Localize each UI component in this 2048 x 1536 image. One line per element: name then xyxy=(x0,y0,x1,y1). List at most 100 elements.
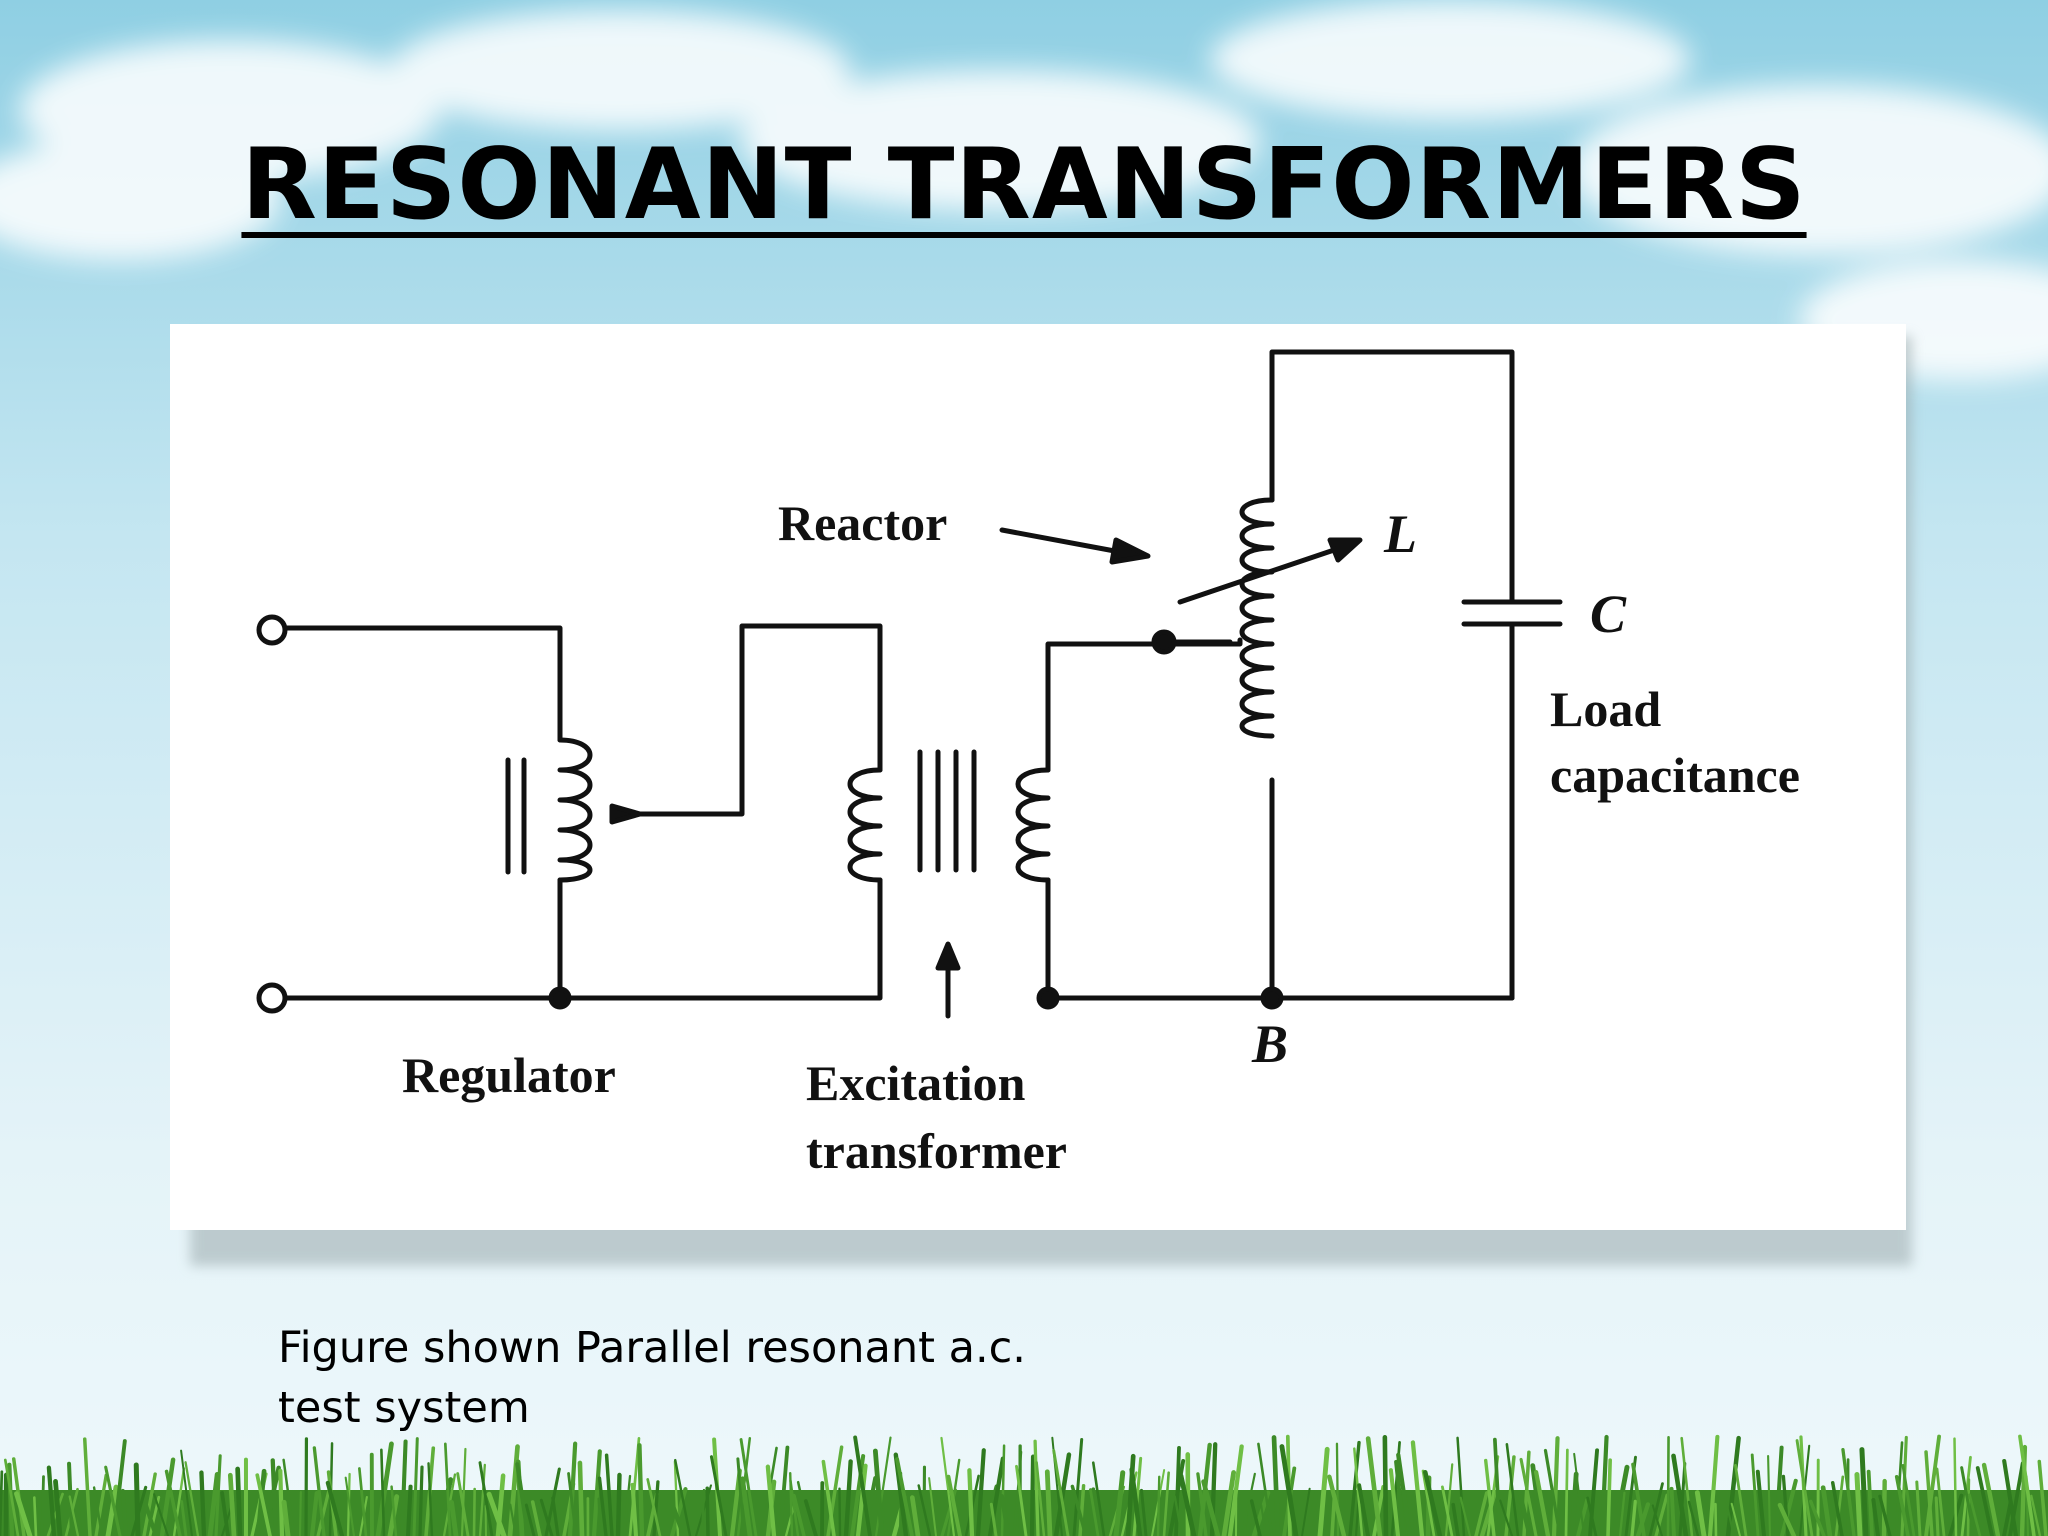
grass-blade xyxy=(133,1462,141,1536)
grass-blade xyxy=(597,1476,608,1536)
reactor-variable-arrowhead xyxy=(1327,537,1363,563)
grass-blade xyxy=(105,1484,119,1536)
grass-blade xyxy=(1113,1470,1126,1536)
grass-blade xyxy=(1915,1480,1922,1536)
label-excitation-line2: transformer xyxy=(806,1123,1067,1179)
grass-blade xyxy=(1859,1447,1869,1536)
grass-blade xyxy=(112,1439,127,1536)
grass-blade xyxy=(1564,1448,1569,1536)
grass-blade xyxy=(142,1472,157,1536)
grass-blade xyxy=(412,1437,419,1536)
grass-blade xyxy=(597,1497,602,1536)
grass-blade xyxy=(1820,1485,1833,1536)
reactor-coil-icon xyxy=(1239,497,1275,739)
grass-blade xyxy=(940,1436,956,1536)
grass-blade xyxy=(1723,1492,1736,1536)
grass-blade xyxy=(551,1496,560,1536)
grass-blade xyxy=(792,1493,806,1536)
grass-blade xyxy=(850,1454,866,1536)
grass-blade xyxy=(1781,1474,1790,1536)
grass-blade xyxy=(1474,1491,1489,1536)
grass-blade xyxy=(909,1495,921,1536)
grass-blade xyxy=(673,1458,692,1536)
grass-blade xyxy=(821,1459,836,1536)
grass-blade xyxy=(40,1475,45,1536)
grass-blade xyxy=(1834,1475,1845,1536)
grass-blade xyxy=(164,1469,182,1536)
grass-blade xyxy=(1777,1502,1797,1536)
grass-blade xyxy=(214,1454,222,1536)
grass-blade xyxy=(967,1468,975,1536)
grass-blade xyxy=(622,1474,632,1536)
grass-blade xyxy=(1033,1439,1040,1536)
grass-blade xyxy=(159,1457,176,1536)
grass-blade xyxy=(705,1486,710,1536)
figure-caption: Figure shown Parallel resonant a.c. test… xyxy=(278,1318,1178,1438)
grass-blade xyxy=(1953,1437,1958,1536)
grass-blade xyxy=(1694,1490,1707,1536)
input-terminal-bottom xyxy=(256,982,288,1014)
grass-blade xyxy=(435,1477,454,1536)
grass-blade xyxy=(765,1464,777,1536)
grass-blade xyxy=(1901,1463,1916,1536)
grass-blade xyxy=(0,1470,4,1536)
grass-blade xyxy=(796,1480,812,1536)
caption-line-1: Figure shown Parallel resonant a.c. xyxy=(278,1323,1026,1373)
grass-blade xyxy=(1588,1448,1600,1536)
grass-blade xyxy=(928,1477,937,1536)
grass-blade xyxy=(530,1500,542,1536)
grass-blade xyxy=(1606,1458,1612,1536)
grass-blade xyxy=(1090,1487,1096,1536)
grass-blade xyxy=(478,1461,494,1536)
regulator-coil-icon xyxy=(557,737,593,883)
grass-blade xyxy=(1774,1445,1784,1536)
regulator-wiper-arrow xyxy=(609,803,643,825)
grass-blade xyxy=(358,1467,368,1536)
grass-blade xyxy=(987,1456,1006,1536)
grass-blade xyxy=(1051,1436,1063,1536)
wire-secondary-bottom xyxy=(1045,877,1515,1001)
grass-blade xyxy=(1451,1502,1460,1536)
grass-blade xyxy=(472,1487,476,1536)
grass-blade xyxy=(449,1499,459,1536)
grass-blade xyxy=(1586,1496,1598,1536)
grass-blade xyxy=(667,1494,687,1536)
grass-blade xyxy=(7,1462,15,1536)
grass-blade xyxy=(1410,1440,1425,1536)
grass-blade xyxy=(1630,1499,1637,1536)
excitation-primary-coil-icon xyxy=(847,767,883,883)
grass-blade xyxy=(375,1441,394,1536)
grass-blade xyxy=(539,1498,554,1536)
grass-blade xyxy=(427,1462,434,1536)
grass-blade xyxy=(1935,1467,1946,1536)
grass-blade xyxy=(1423,1470,1443,1536)
grass-blade xyxy=(1504,1455,1516,1536)
grass-blade xyxy=(1648,1482,1664,1536)
grass-blade xyxy=(843,1459,853,1536)
grass-blade xyxy=(1519,1457,1538,1536)
grass-blade xyxy=(1327,1474,1347,1536)
grass-blade xyxy=(1035,1461,1046,1536)
label-load-line2: capacitance xyxy=(1550,747,1800,803)
grass-blade xyxy=(1671,1453,1689,1536)
grass-blade xyxy=(1871,1498,1880,1536)
grass-blade xyxy=(1755,1469,1766,1536)
reactor-pointer-arrow xyxy=(999,527,1123,555)
grass-blade xyxy=(1687,1500,1700,1536)
junction-dot-secondary xyxy=(1036,986,1060,1010)
grass-blade xyxy=(1388,1468,1401,1536)
grass-blade xyxy=(604,1453,614,1536)
grass-blade xyxy=(2019,1444,2028,1536)
grass-blade xyxy=(1382,1435,1389,1536)
grass-blade xyxy=(1680,1436,1694,1536)
grass-blade xyxy=(700,1488,706,1536)
grass-blade xyxy=(281,1499,291,1536)
grass-blade xyxy=(778,1445,790,1536)
grass-blade xyxy=(1129,1467,1143,1536)
grass-blade xyxy=(637,1443,645,1536)
grass-blade xyxy=(1975,1466,1994,1536)
reactor-variable-arrow xyxy=(1177,545,1343,605)
excitation-pointer-head xyxy=(935,941,961,971)
grass-blade xyxy=(1015,1464,1028,1536)
